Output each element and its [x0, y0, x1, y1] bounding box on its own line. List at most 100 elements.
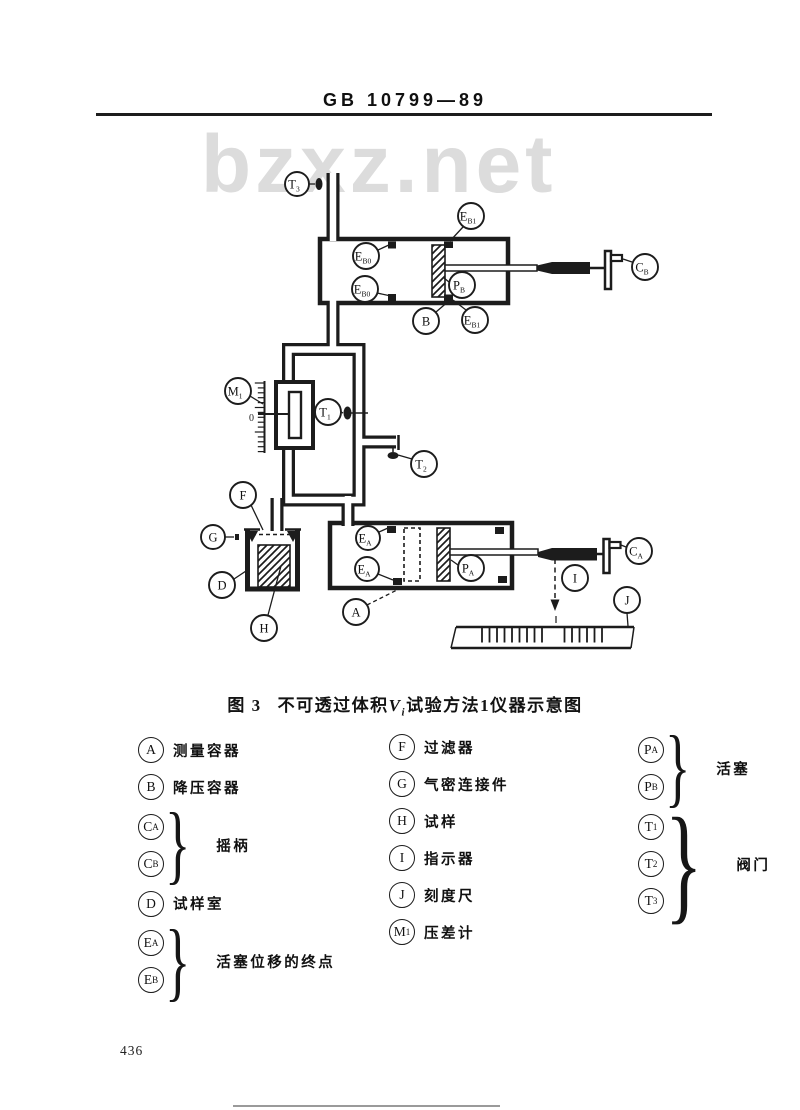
label-circle: [208, 571, 236, 599]
legend-symbol-circle: B: [138, 774, 164, 800]
label-text: M1: [228, 384, 243, 400]
diagram-label-T3: T3: [284, 171, 315, 197]
legend-entry: A 测量容器: [138, 737, 335, 763]
legend-label: 压差计: [424, 925, 475, 942]
legend-entry: B 降压容器: [138, 774, 335, 800]
caption-text-post: 试验方法1仪器示意图: [406, 696, 583, 715]
leader-line: [626, 612, 629, 627]
endpoint-marker-eb1-top: [444, 241, 453, 248]
label-circle: [224, 377, 252, 405]
leader-line: [376, 292, 392, 297]
legend-label: 测量容器: [173, 743, 241, 760]
endpoint-marker-eb1-bottom: [444, 294, 453, 302]
diagram-label-A: A: [342, 588, 400, 626]
diagram-label-M1: M1: [224, 377, 264, 405]
label-circle: [342, 598, 370, 626]
piston-rod-a: [449, 548, 539, 556]
container-a-internals: [387, 526, 622, 585]
legend-brace: }: [665, 791, 703, 936]
leader-line: [397, 454, 413, 460]
legend-label: 试样室: [173, 897, 224, 914]
label-text: EB0: [355, 249, 372, 265]
diagram-label-D: D: [208, 570, 247, 599]
leader-line: [450, 559, 459, 566]
label-text: I: [573, 571, 577, 585]
legend-label: 气密连接件: [424, 777, 509, 794]
diagram-label-G: G: [200, 524, 234, 550]
standard-code-header: GB 10799—89: [322, 90, 488, 110]
label-text: CA: [629, 544, 643, 560]
label-circle: [229, 481, 257, 509]
leader-line: [378, 527, 389, 533]
label-circle: [352, 242, 380, 270]
legend-label: 活塞: [716, 761, 751, 778]
legend-brace: }: [665, 719, 691, 816]
diagram-label-F: F: [229, 481, 264, 531]
diagram-label-T2: T2: [397, 450, 438, 478]
diagram-label-H: H: [250, 565, 282, 642]
label-circle: [412, 307, 440, 335]
diagram-label-PA: PA: [450, 554, 485, 582]
page-number: 436: [120, 1043, 144, 1058]
diagram-label-EB0b: EB0: [351, 275, 392, 303]
label-circle: [354, 556, 380, 582]
legend-label: 阀门: [736, 857, 771, 874]
label-text: F: [240, 488, 247, 502]
scan-artifact-line: [233, 1105, 500, 1107]
label-circle: [250, 614, 278, 642]
legend-symbol-circle: I: [389, 845, 415, 871]
legend-symbol-circle: G: [389, 771, 415, 797]
piston-start-position-dashed: [403, 527, 421, 582]
sample-h-block: [257, 544, 291, 588]
label-circle: [410, 450, 438, 478]
endpoint-marker-eb0-bottom: [388, 294, 396, 301]
diagram-label-EAb: EA: [354, 556, 394, 582]
leader-line: [443, 277, 450, 283]
diagram-label-EB1t: EB1: [449, 202, 485, 242]
manometer-scale-ticks: [254, 382, 264, 453]
label-circle: [284, 171, 310, 197]
endpoint-marker-ea-bottom: [393, 578, 402, 585]
leader-line: [233, 570, 247, 580]
leader-line: [620, 544, 627, 548]
label-text: G: [208, 530, 217, 544]
label-text: EA: [357, 562, 371, 578]
leader-line: [622, 258, 633, 263]
diagram-label-EAt: EA: [355, 525, 389, 551]
piston-pb: [431, 244, 446, 298]
watermark: bzxz.net: [201, 119, 557, 210]
label-circle: [613, 586, 641, 614]
leader-line: [377, 573, 394, 581]
legend-label: 活塞位移的终点: [216, 955, 336, 972]
legend-brace: }: [165, 912, 191, 1010]
label-circle: [561, 564, 589, 592]
diagram-label-I: I: [561, 564, 589, 592]
label-text: T3: [288, 177, 300, 193]
container-b-internals: [388, 241, 624, 302]
label-circle: [457, 202, 485, 230]
differential-manometer-m1: 0: [249, 380, 315, 453]
label-circle: [461, 306, 489, 334]
legend-label: 降压容器: [173, 780, 241, 797]
legend-symbol-circle: A: [138, 737, 164, 763]
manometer-zero-label: 0: [249, 413, 254, 424]
valve-t1-glyph: [343, 406, 352, 420]
